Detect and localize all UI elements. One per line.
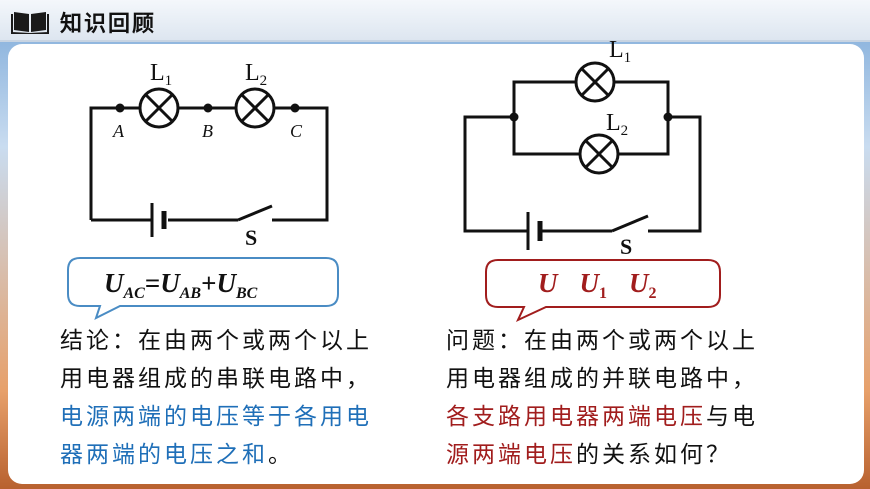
question-line-2: 用电器组成的并联电路中， xyxy=(446,366,758,392)
conclusion-text: 结论：在由两个或两个以上 用电器组成的串联电路中， 电源两端的电压等于各用电 器… xyxy=(60,322,372,474)
formula-bubble-red xyxy=(485,259,721,323)
point-a-label: A xyxy=(112,121,125,141)
question-line-4: 源两端电压的关系如何？ xyxy=(446,442,732,468)
lamp1-parallel-label: L1 xyxy=(609,37,631,66)
node-b xyxy=(203,103,213,113)
conclusion-line-3: 电源两端的电压等于各用电 xyxy=(60,404,372,430)
question-line-3: 各支路用电器两端电压与电 xyxy=(446,404,758,430)
node-a xyxy=(115,103,125,113)
lamp-l2 xyxy=(234,87,276,129)
point-c-label: C xyxy=(290,121,303,141)
series-formula: UAC=UAB+UBC xyxy=(104,268,258,302)
lamp-l1 xyxy=(138,87,180,129)
switch-label-right: S xyxy=(620,234,632,259)
book-icon xyxy=(11,12,49,34)
lamp1-label: L1 xyxy=(150,60,172,89)
junction-right xyxy=(663,112,673,122)
conclusion-line-2: 用电器组成的串联电路中， xyxy=(60,366,372,392)
lamp-l2-parallel xyxy=(578,133,620,175)
conclusion-line-1: 结论：在由两个或两个以上 xyxy=(60,328,372,354)
parallel-circuit xyxy=(463,80,702,250)
lamp2-label: L2 xyxy=(245,60,267,89)
question-text: 问题：在由两个或两个以上 用电器组成的并联电路中， 各支路用电器两端电压与电 源… xyxy=(446,322,758,474)
junction-left xyxy=(509,112,519,122)
question-line-1: 问题：在由两个或两个以上 xyxy=(446,328,758,354)
header-bar: 知识回顾 xyxy=(0,0,870,42)
switch-label-left: S xyxy=(245,225,257,250)
lamp-l1-parallel xyxy=(574,61,616,103)
conclusion-line-4: 器两端的电压之和。 xyxy=(60,442,294,468)
node-c xyxy=(290,103,300,113)
point-b-label: B xyxy=(202,121,213,141)
page-title: 知识回顾 xyxy=(60,12,157,37)
lamp2-parallel-label: L2 xyxy=(606,110,628,139)
formula-bubble-blue xyxy=(67,257,339,320)
